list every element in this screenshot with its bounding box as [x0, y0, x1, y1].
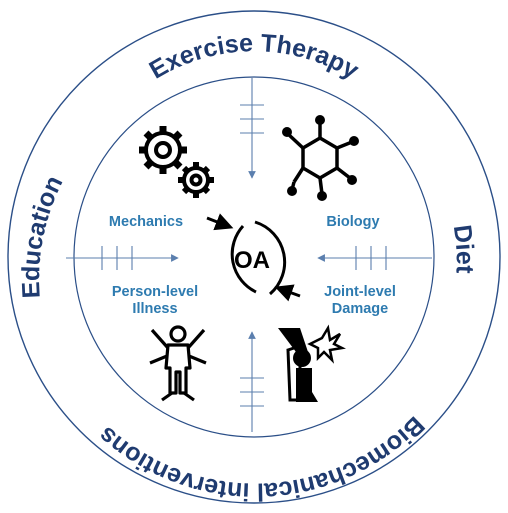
- ring-text-right: Diet: [448, 223, 479, 275]
- vitruvian-person-icon: [149, 325, 207, 402]
- inner-circle: [73, 76, 435, 438]
- gears-icon: [139, 126, 214, 198]
- label-biology: Biology: [326, 214, 379, 230]
- molecule-icon: [282, 115, 359, 201]
- painful-knee-icon: [278, 324, 346, 402]
- ring-text-left: Education: [17, 171, 68, 299]
- label-joint-level: Joint-level: [324, 284, 396, 300]
- oa-label: OA: [234, 247, 270, 274]
- outer-ring: [7, 10, 501, 504]
- arrow-right: [317, 246, 432, 270]
- label-illness: Illness: [132, 301, 177, 317]
- oa-cycle-icon: [206, 213, 301, 302]
- arrow-bottom: [240, 331, 264, 432]
- label-person-level: Person-level: [112, 284, 198, 300]
- arrow-top: [240, 78, 264, 179]
- ring-text-bottom: Biomechanical interventions: [93, 411, 430, 506]
- ring-text-top: Exercise Therapy: [145, 29, 364, 85]
- label-mechanics: Mechanics: [109, 214, 183, 230]
- label-damage: Damage: [332, 301, 388, 317]
- arrow-left: [66, 246, 179, 270]
